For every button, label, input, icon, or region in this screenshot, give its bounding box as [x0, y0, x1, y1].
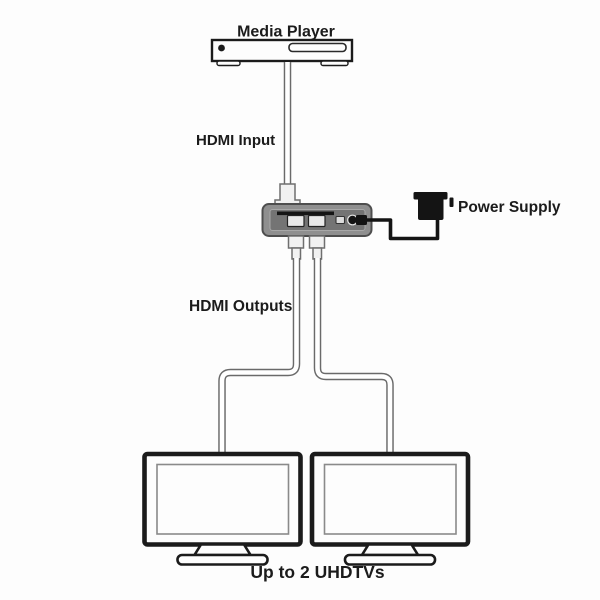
- tv-right-stand-neck: [359, 543, 421, 557]
- service-port: [335, 215, 346, 225]
- power-button-icon: [218, 44, 225, 52]
- hdmi-input-label: HDMI Input: [196, 132, 275, 149]
- power-adapter: [413, 192, 454, 220]
- tv-left-stand-base: [176, 553, 269, 566]
- tv-right-frame: [309, 451, 471, 547]
- tv-left-frame: [142, 451, 303, 547]
- adapter-prong: [449, 197, 454, 207]
- uhdtv-right: [309, 451, 471, 566]
- power-cable: [363, 218, 440, 241]
- tv-right-screen: [323, 463, 457, 535]
- media-player-body: [210, 38, 354, 63]
- dc-power-jack: [347, 214, 358, 226]
- tv-right-stand-base: [343, 553, 437, 566]
- hdmi-out-port-1: [286, 214, 305, 228]
- power-supply-label: Power Supply: [458, 199, 561, 216]
- hdmi-output-plug-2: [308, 235, 326, 260]
- hdmi-outputs-label: HDMI Outputs: [189, 298, 292, 315]
- media-player-label: Media Player: [237, 24, 335, 41]
- splitter-vent-bar: [277, 211, 334, 216]
- hdmi-splitter-device: [261, 203, 373, 237]
- media-player-device: [210, 38, 354, 67]
- hdmi-out-port-2: [307, 214, 326, 228]
- media-player-foot-right: [320, 60, 349, 67]
- uhdtv-left: [142, 451, 303, 566]
- uhdtvs-label: Up to 2 UHDTVs: [250, 562, 384, 582]
- hdmi-output-cable-left: [218, 258, 301, 452]
- hdmi-output-plug-1: [287, 235, 305, 260]
- disc-tray-slot: [288, 42, 347, 53]
- media-player-foot-left: [216, 60, 241, 67]
- tv-left-stand-neck: [192, 543, 253, 557]
- hdmi-output-cable-right: [313, 258, 394, 452]
- tv-left-screen: [156, 463, 290, 535]
- adapter-body: [418, 196, 444, 220]
- dc-power-plug: [356, 215, 367, 225]
